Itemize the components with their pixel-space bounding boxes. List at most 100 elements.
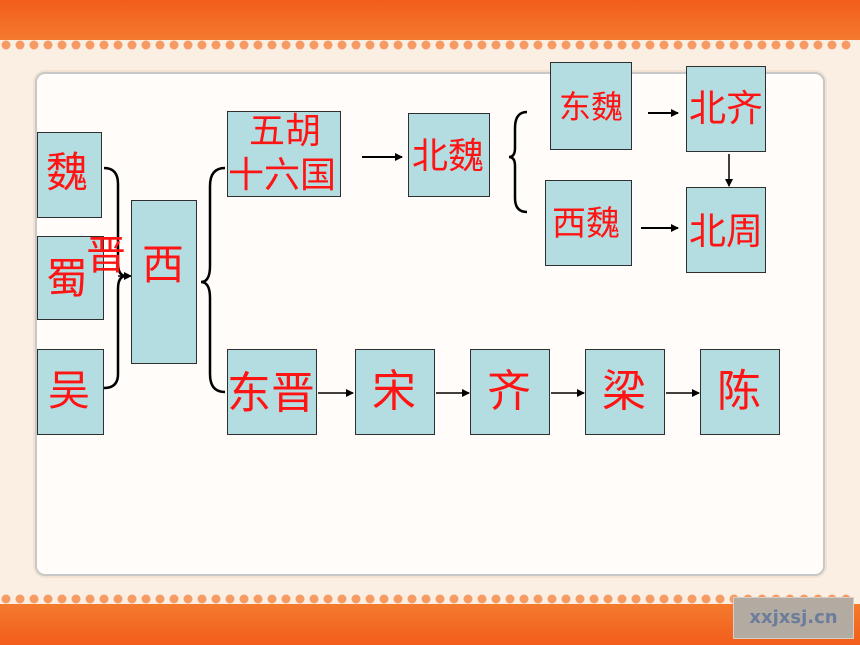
border-dot bbox=[421, 40, 431, 50]
border-dot bbox=[659, 594, 669, 604]
border-dot bbox=[645, 594, 655, 604]
border-dot bbox=[85, 594, 95, 604]
bottom-banner bbox=[0, 604, 860, 645]
box-qi bbox=[470, 349, 550, 435]
border-dot bbox=[239, 594, 249, 604]
box-wuhu bbox=[227, 111, 341, 197]
box-wei bbox=[37, 132, 102, 218]
border-dot bbox=[827, 40, 837, 50]
box-liang bbox=[585, 349, 665, 435]
border-dot bbox=[351, 40, 361, 50]
border-dot bbox=[337, 594, 347, 604]
border-dot bbox=[99, 594, 109, 604]
border-dot bbox=[309, 594, 319, 604]
border-dot bbox=[491, 594, 501, 604]
brace-beiwei-split bbox=[508, 110, 528, 214]
border-dot bbox=[99, 40, 109, 50]
border-dot bbox=[519, 40, 529, 50]
border-dot bbox=[603, 40, 613, 50]
border-dot bbox=[71, 594, 81, 604]
border-dot bbox=[519, 594, 529, 604]
border-dot bbox=[687, 40, 697, 50]
border-dot bbox=[379, 40, 389, 50]
border-dot bbox=[281, 594, 291, 604]
border-dot bbox=[253, 40, 263, 50]
border-dot bbox=[197, 40, 207, 50]
border-dot bbox=[169, 594, 179, 604]
border-dot bbox=[295, 40, 305, 50]
border-dot bbox=[127, 594, 137, 604]
border-dot bbox=[813, 40, 823, 50]
box-dongjin bbox=[227, 349, 317, 435]
box-beiwei bbox=[408, 113, 490, 197]
border-dot bbox=[701, 594, 711, 604]
box-beiqi bbox=[686, 66, 766, 152]
box-dongwei bbox=[550, 62, 632, 150]
border-dot bbox=[631, 594, 641, 604]
border-dot bbox=[351, 594, 361, 604]
border-dot bbox=[421, 594, 431, 604]
border-dot bbox=[729, 40, 739, 50]
border-dot bbox=[477, 40, 487, 50]
border-dot bbox=[477, 594, 487, 604]
border-dot bbox=[407, 40, 417, 50]
border-dot bbox=[463, 40, 473, 50]
border-dot bbox=[71, 40, 81, 50]
border-dot bbox=[29, 594, 39, 604]
border-dot bbox=[589, 40, 599, 50]
box-xiwei bbox=[545, 180, 632, 266]
border-dot bbox=[393, 40, 403, 50]
border-dot bbox=[127, 40, 137, 50]
border-dot bbox=[113, 40, 123, 50]
border-dot bbox=[547, 40, 557, 50]
border-dot bbox=[43, 40, 53, 50]
border-dot bbox=[211, 594, 221, 604]
border-dot bbox=[407, 594, 417, 604]
box-wu bbox=[37, 349, 104, 435]
border-dot bbox=[155, 40, 165, 50]
border-dot bbox=[673, 594, 683, 604]
brace-west-split bbox=[200, 166, 226, 394]
border-dot bbox=[533, 594, 543, 604]
border-dot bbox=[617, 40, 627, 50]
border-dot bbox=[617, 594, 627, 604]
border-dot bbox=[239, 40, 249, 50]
border-dot bbox=[57, 40, 67, 50]
border-dot bbox=[141, 594, 151, 604]
border-dot bbox=[155, 594, 165, 604]
border-dot bbox=[323, 594, 333, 604]
border-dot bbox=[183, 40, 193, 50]
border-dot bbox=[715, 40, 725, 50]
border-dot bbox=[715, 594, 725, 604]
border-dot bbox=[253, 594, 263, 604]
border-dot bbox=[589, 594, 599, 604]
border-dot bbox=[323, 40, 333, 50]
border-dot bbox=[267, 594, 277, 604]
border-dot bbox=[673, 40, 683, 50]
brace-three-kingdoms bbox=[103, 166, 127, 390]
border-dot bbox=[771, 40, 781, 50]
border-dot bbox=[449, 594, 459, 604]
border-dot bbox=[603, 594, 613, 604]
border-dot bbox=[393, 594, 403, 604]
border-dot bbox=[575, 40, 585, 50]
border-dot bbox=[659, 40, 669, 50]
border-dot bbox=[687, 594, 697, 604]
border-dot bbox=[57, 594, 67, 604]
box-shu bbox=[37, 236, 104, 320]
border-dot bbox=[85, 40, 95, 50]
border-dot bbox=[267, 40, 277, 50]
top-dot-border bbox=[1, 40, 851, 50]
border-dot bbox=[435, 40, 445, 50]
border-dot bbox=[281, 40, 291, 50]
top-banner bbox=[0, 0, 860, 40]
border-dot bbox=[29, 40, 39, 50]
border-dot bbox=[701, 40, 711, 50]
border-dot bbox=[435, 594, 445, 604]
border-dot bbox=[309, 40, 319, 50]
box-beizhou bbox=[686, 187, 766, 273]
border-dot bbox=[533, 40, 543, 50]
border-dot bbox=[785, 40, 795, 50]
border-dot bbox=[631, 40, 641, 50]
